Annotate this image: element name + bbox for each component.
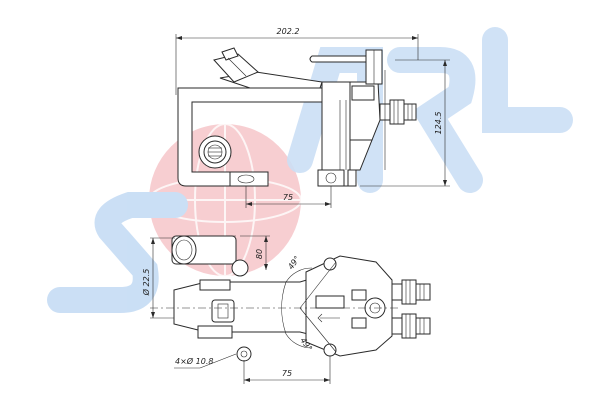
dim-inlet-diameter: Ø 22.5 (141, 269, 151, 297)
mount-hole-bottom-left (236, 346, 252, 362)
dim-bottom-mount-spacing: 75 (282, 369, 292, 378)
circular-fitting (198, 135, 232, 169)
filler-plug (213, 47, 259, 83)
dim-overall-width: 202.2 (277, 27, 300, 36)
dim-overall-height: 124.5 (434, 112, 443, 135)
watermark (47, 27, 573, 313)
hose-fitting-upper (391, 279, 431, 305)
hose-fitting-lower (391, 313, 431, 339)
plan-center-block (211, 299, 235, 323)
dim-inlet-offset: 80 (255, 249, 264, 259)
arc-angle-upper (285, 267, 313, 283)
side-view: 202.2 124.5 (175, 27, 450, 208)
pump-block (317, 81, 381, 187)
plan-view: Ø 22.5 80 (141, 235, 431, 384)
dim-angle-upper: 49° (286, 254, 302, 271)
dim-mount-holes: 4×Ø 10.8 (175, 356, 213, 366)
lever-arm (309, 49, 383, 85)
plan-pump-head (305, 255, 393, 357)
leader-mount-holes (199, 353, 237, 369)
lower-mount-left (229, 171, 269, 187)
arc-angle-lower (285, 333, 313, 349)
inlet-pipe (171, 235, 249, 277)
dim-top-mount-spacing: 75 (283, 193, 293, 202)
hose-fitting-side (379, 70, 417, 170)
